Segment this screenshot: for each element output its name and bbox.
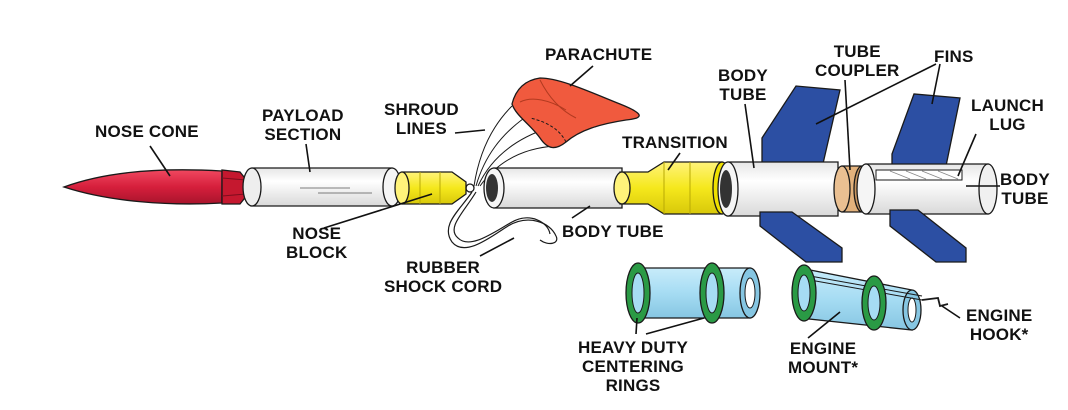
- label-rubber-shock-cord-line-2: SHOCK CORD: [384, 277, 503, 296]
- label-parachute-line: PARACHUTE: [545, 45, 653, 64]
- label-body-tube-top-line-2: TUBE: [719, 85, 767, 104]
- parachute-part: [511, 77, 640, 149]
- label-heavy-duty-centering-rings: HEAVY DUTY CENTERING RINGS: [578, 338, 688, 395]
- label-payload-section: PAYLOAD SECTION: [262, 106, 344, 144]
- label-engine-hook: ENGINE HOOK*: [966, 306, 1032, 344]
- label-body-tube-center-line: BODY TUBE: [562, 222, 664, 241]
- label-nose-block: NOSE BLOCK: [286, 224, 347, 262]
- label-body-tube-right: BODY TUBE: [1000, 170, 1050, 208]
- label-engine-mount: ENGINE MOUNT*: [788, 339, 858, 377]
- label-launch-lug: LAUNCH LUG: [971, 96, 1044, 134]
- transition-part: [613, 161, 732, 215]
- label-engine-mount-line-1: ENGINE: [789, 339, 857, 358]
- label-payload-section-line-2: SECTION: [264, 125, 342, 144]
- label-fins: FINS: [934, 47, 974, 66]
- label-centering-rings-line-2: CENTERING: [582, 357, 684, 376]
- label-engine-hook-line-1: ENGINE: [966, 306, 1033, 325]
- label-engine-hook-line-2: HOOK*: [969, 325, 1029, 344]
- payload-section-part: [242, 167, 402, 207]
- label-shroud-lines-line-1: SHROUD: [384, 100, 459, 119]
- label-nose-block-line-1: NOSE: [292, 224, 342, 243]
- label-engine-mount-line-2: MOUNT*: [788, 358, 859, 377]
- label-fins-line: FINS: [934, 47, 974, 66]
- label-parachute: PARACHUTE: [545, 45, 652, 64]
- engine-mount-part: [791, 264, 949, 331]
- label-tube-coupler-line-2: COUPLER: [815, 61, 900, 80]
- body-tube-center-part: [483, 167, 623, 209]
- label-launch-lug-line-2: LUG: [989, 115, 1026, 134]
- label-nose-cone: NOSE CONE: [95, 122, 199, 141]
- label-centering-rings-line-1: HEAVY DUTY: [578, 338, 689, 357]
- label-launch-lug-line-1: LAUNCH: [971, 96, 1044, 115]
- label-rubber-shock-cord-line-1: RUBBER: [406, 258, 481, 277]
- label-transition-line: TRANSITION: [622, 133, 728, 152]
- label-body-tube-top-line-1: BODY: [718, 66, 768, 85]
- label-shroud-lines: SHROUD LINES: [384, 100, 459, 138]
- nose-block-part: [394, 171, 475, 205]
- label-body-tube-center: BODY TUBE: [562, 222, 664, 241]
- label-body-tube-right-line-1: BODY: [1000, 170, 1050, 189]
- label-transition: TRANSITION: [622, 133, 728, 152]
- label-centering-rings-line-3: RINGS: [605, 376, 661, 395]
- label-shroud-lines-line-2: LINES: [395, 119, 447, 138]
- nose-cone-part: [62, 169, 249, 205]
- body-tube-lower-part: [856, 93, 998, 263]
- leader-lines: [149, 63, 1000, 339]
- label-tube-coupler: TUBE COUPLER: [815, 42, 900, 80]
- label-body-tube-top: BODY TUBE: [718, 66, 768, 104]
- body-tube-upper-part: [717, 85, 843, 263]
- centering-rings-part: [625, 262, 761, 324]
- label-payload-section-line-1: PAYLOAD: [262, 106, 344, 125]
- label-nose-block-line-2: BLOCK: [286, 243, 348, 262]
- label-nose-cone-line: NOSE CONE: [95, 122, 199, 141]
- label-tube-coupler-line-1: TUBE: [833, 42, 881, 61]
- rubber-shock-cord-part: [447, 191, 558, 249]
- label-body-tube-right-line-2: TUBE: [1001, 189, 1049, 208]
- label-rubber-shock-cord: RUBBER SHOCK CORD: [384, 258, 502, 296]
